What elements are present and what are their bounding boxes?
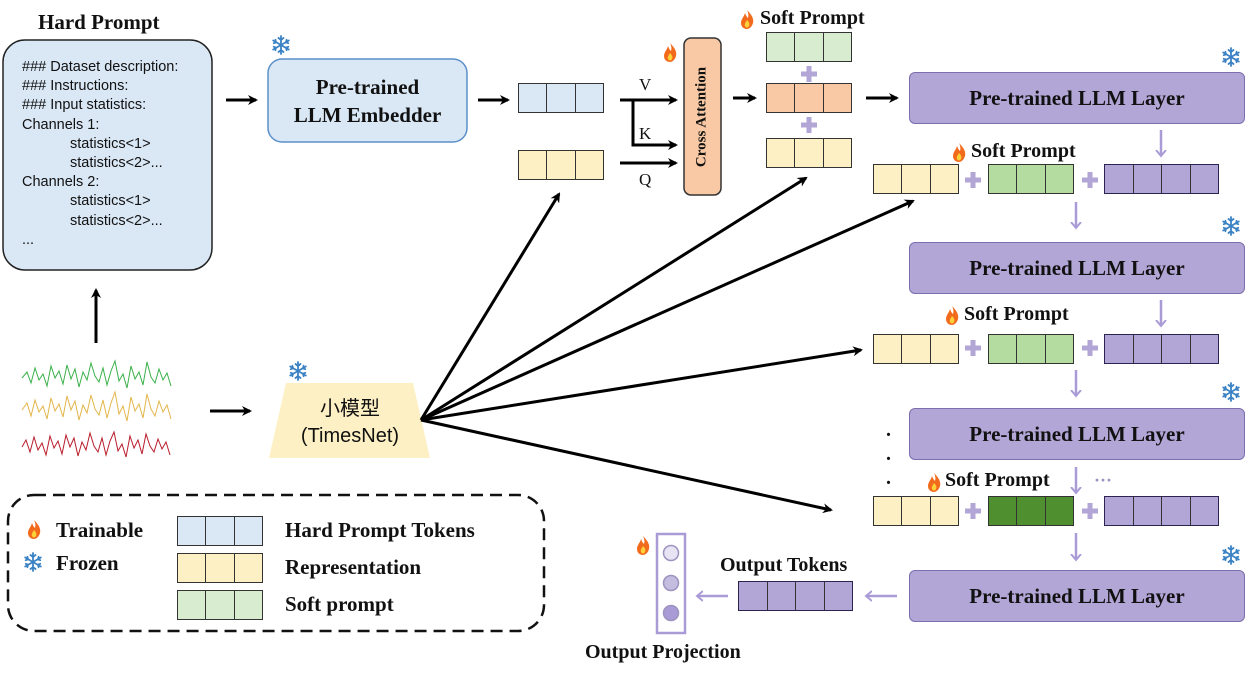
hard-prompt-line: ### Dataset description:	[22, 59, 179, 75]
arrow-k	[631, 100, 678, 150]
soft-prompt-token-block	[988, 496, 1074, 526]
fan-arrow-layer-3	[420, 346, 863, 422]
legend-trainable-label: Trainable	[56, 518, 144, 542]
q-label: Q	[639, 170, 652, 189]
llm-hidden-token-block	[1104, 164, 1219, 194]
flame-icon	[741, 10, 754, 29]
snowflake-icon	[24, 552, 42, 572]
snowflake-icon	[1222, 47, 1240, 67]
plus-icon	[965, 340, 981, 356]
small-model-line: (TimesNet)	[300, 425, 400, 447]
hard-prompt-line: statistics<1>	[70, 135, 151, 152]
llm-hidden-token-block	[1104, 496, 1219, 526]
projection-node	[662, 604, 680, 622]
hard-prompt-title: Hard Prompt	[38, 10, 160, 34]
cross-attention-box	[683, 37, 722, 196]
hard-prompt-line: Channels 1:	[22, 116, 100, 133]
legend-hard-prompt-swatch	[177, 516, 263, 546]
snowflake-icon	[1222, 545, 1240, 565]
snowflake-icon	[1222, 216, 1240, 236]
hard-prompt-line: statistics<2>...	[70, 212, 163, 229]
time-series-plot	[21, 359, 172, 458]
legend-soft-prompt-swatch	[177, 590, 263, 620]
hard-prompt-line: statistics<2>...	[70, 155, 163, 172]
cross-attention-output-block	[766, 83, 852, 113]
llm-embedder-line: LLM Embedder	[293, 103, 442, 127]
soft-prompt-label-1: Soft Prompt	[971, 140, 1076, 162]
fan-arrow-soft-prompt	[420, 176, 808, 422]
llm-layer-3: Pre-trained LLM Layer	[909, 408, 1245, 460]
output-tokens-label: Output Tokens	[720, 554, 848, 576]
projection-node	[662, 574, 680, 592]
hard-prompt-line: statistics<1>	[70, 193, 151, 210]
legend-soft-prompt-label: Soft prompt	[285, 592, 394, 616]
small-model-label: 小模型 (TimesNet)	[270, 396, 430, 450]
flame-icon	[946, 306, 959, 325]
flame-icon	[637, 536, 650, 555]
soft-prompt-token-block	[988, 334, 1074, 364]
llm-layer-2: Pre-trained LLM Layer	[909, 242, 1245, 294]
v-label: V	[639, 75, 652, 94]
soft-prompt-label-3: Soft Prompt	[945, 469, 1050, 491]
plus-icon	[801, 66, 817, 82]
vertical-ellipsis: . . .	[886, 419, 891, 489]
output-token-block	[738, 581, 853, 611]
fan-arrow-layer-4	[420, 418, 833, 514]
legend-hard-prompt-tokens-label: Hard Prompt Tokens	[285, 518, 475, 542]
hard-prompt-line: ...	[22, 231, 35, 248]
plus-icon	[965, 503, 981, 519]
soft-prompt-label-top: Soft Prompt	[760, 7, 865, 29]
representation-token-block	[873, 164, 959, 194]
representation-token-block	[766, 138, 852, 168]
hard-prompt-content: ### Dataset description: ### Instruction…	[22, 58, 178, 250]
snowflake-icon	[1222, 382, 1240, 402]
plus-icon	[1082, 503, 1098, 519]
plus-icon	[801, 117, 817, 133]
snowflake-icon	[272, 35, 290, 55]
representation-token-block	[873, 496, 959, 526]
horizontal-ellipsis: ···	[1094, 470, 1113, 490]
soft-prompt-token-block	[988, 164, 1074, 194]
flame-icon	[928, 473, 941, 492]
hard-prompt-line: ### Instructions:	[22, 78, 129, 95]
legend-frozen-label: Frozen	[56, 551, 119, 575]
representation-token-block	[518, 150, 604, 180]
soft-prompt-token-block	[766, 32, 852, 62]
hard-prompt-token-block	[518, 83, 604, 113]
representation-token-block	[873, 334, 959, 364]
hard-prompt-box	[2, 39, 213, 271]
llm-layer-1: Pre-trained LLM Layer	[909, 72, 1245, 124]
projection-node	[662, 544, 680, 562]
legend-representation-label: Representation	[285, 555, 422, 579]
flame-icon	[28, 520, 41, 539]
soft-prompt-label-2: Soft Prompt	[964, 303, 1069, 325]
flame-icon	[953, 143, 966, 162]
k-label: K	[639, 124, 652, 143]
flame-icon	[664, 43, 677, 62]
hard-prompt-line: ### Input statistics:	[22, 97, 147, 114]
small-model-box	[269, 383, 430, 458]
plus-icon	[1082, 172, 1098, 188]
snowflake-icon	[289, 361, 307, 381]
llm-hidden-token-block	[1104, 334, 1219, 364]
llm-layer-4: Pre-trained LLM Layer	[909, 570, 1245, 622]
small-model-line: 小模型	[320, 398, 380, 420]
fan-arrow-representation	[419, 192, 561, 421]
output-projection-label: Output Projection	[585, 641, 741, 663]
llm-embedder-line: Pre-trained	[315, 75, 420, 99]
hard-prompt-line: Channels 2:	[22, 174, 100, 191]
plus-icon	[965, 172, 981, 188]
llm-embedder-label: Pre-trained LLM Embedder	[268, 73, 467, 129]
llm-embedder-box	[267, 58, 468, 143]
fan-arrow-layer-2	[420, 199, 915, 422]
plus-icon	[1082, 340, 1098, 356]
cross-attention-label: Cross Attention	[693, 66, 710, 168]
legend-representation-swatch	[177, 553, 263, 583]
